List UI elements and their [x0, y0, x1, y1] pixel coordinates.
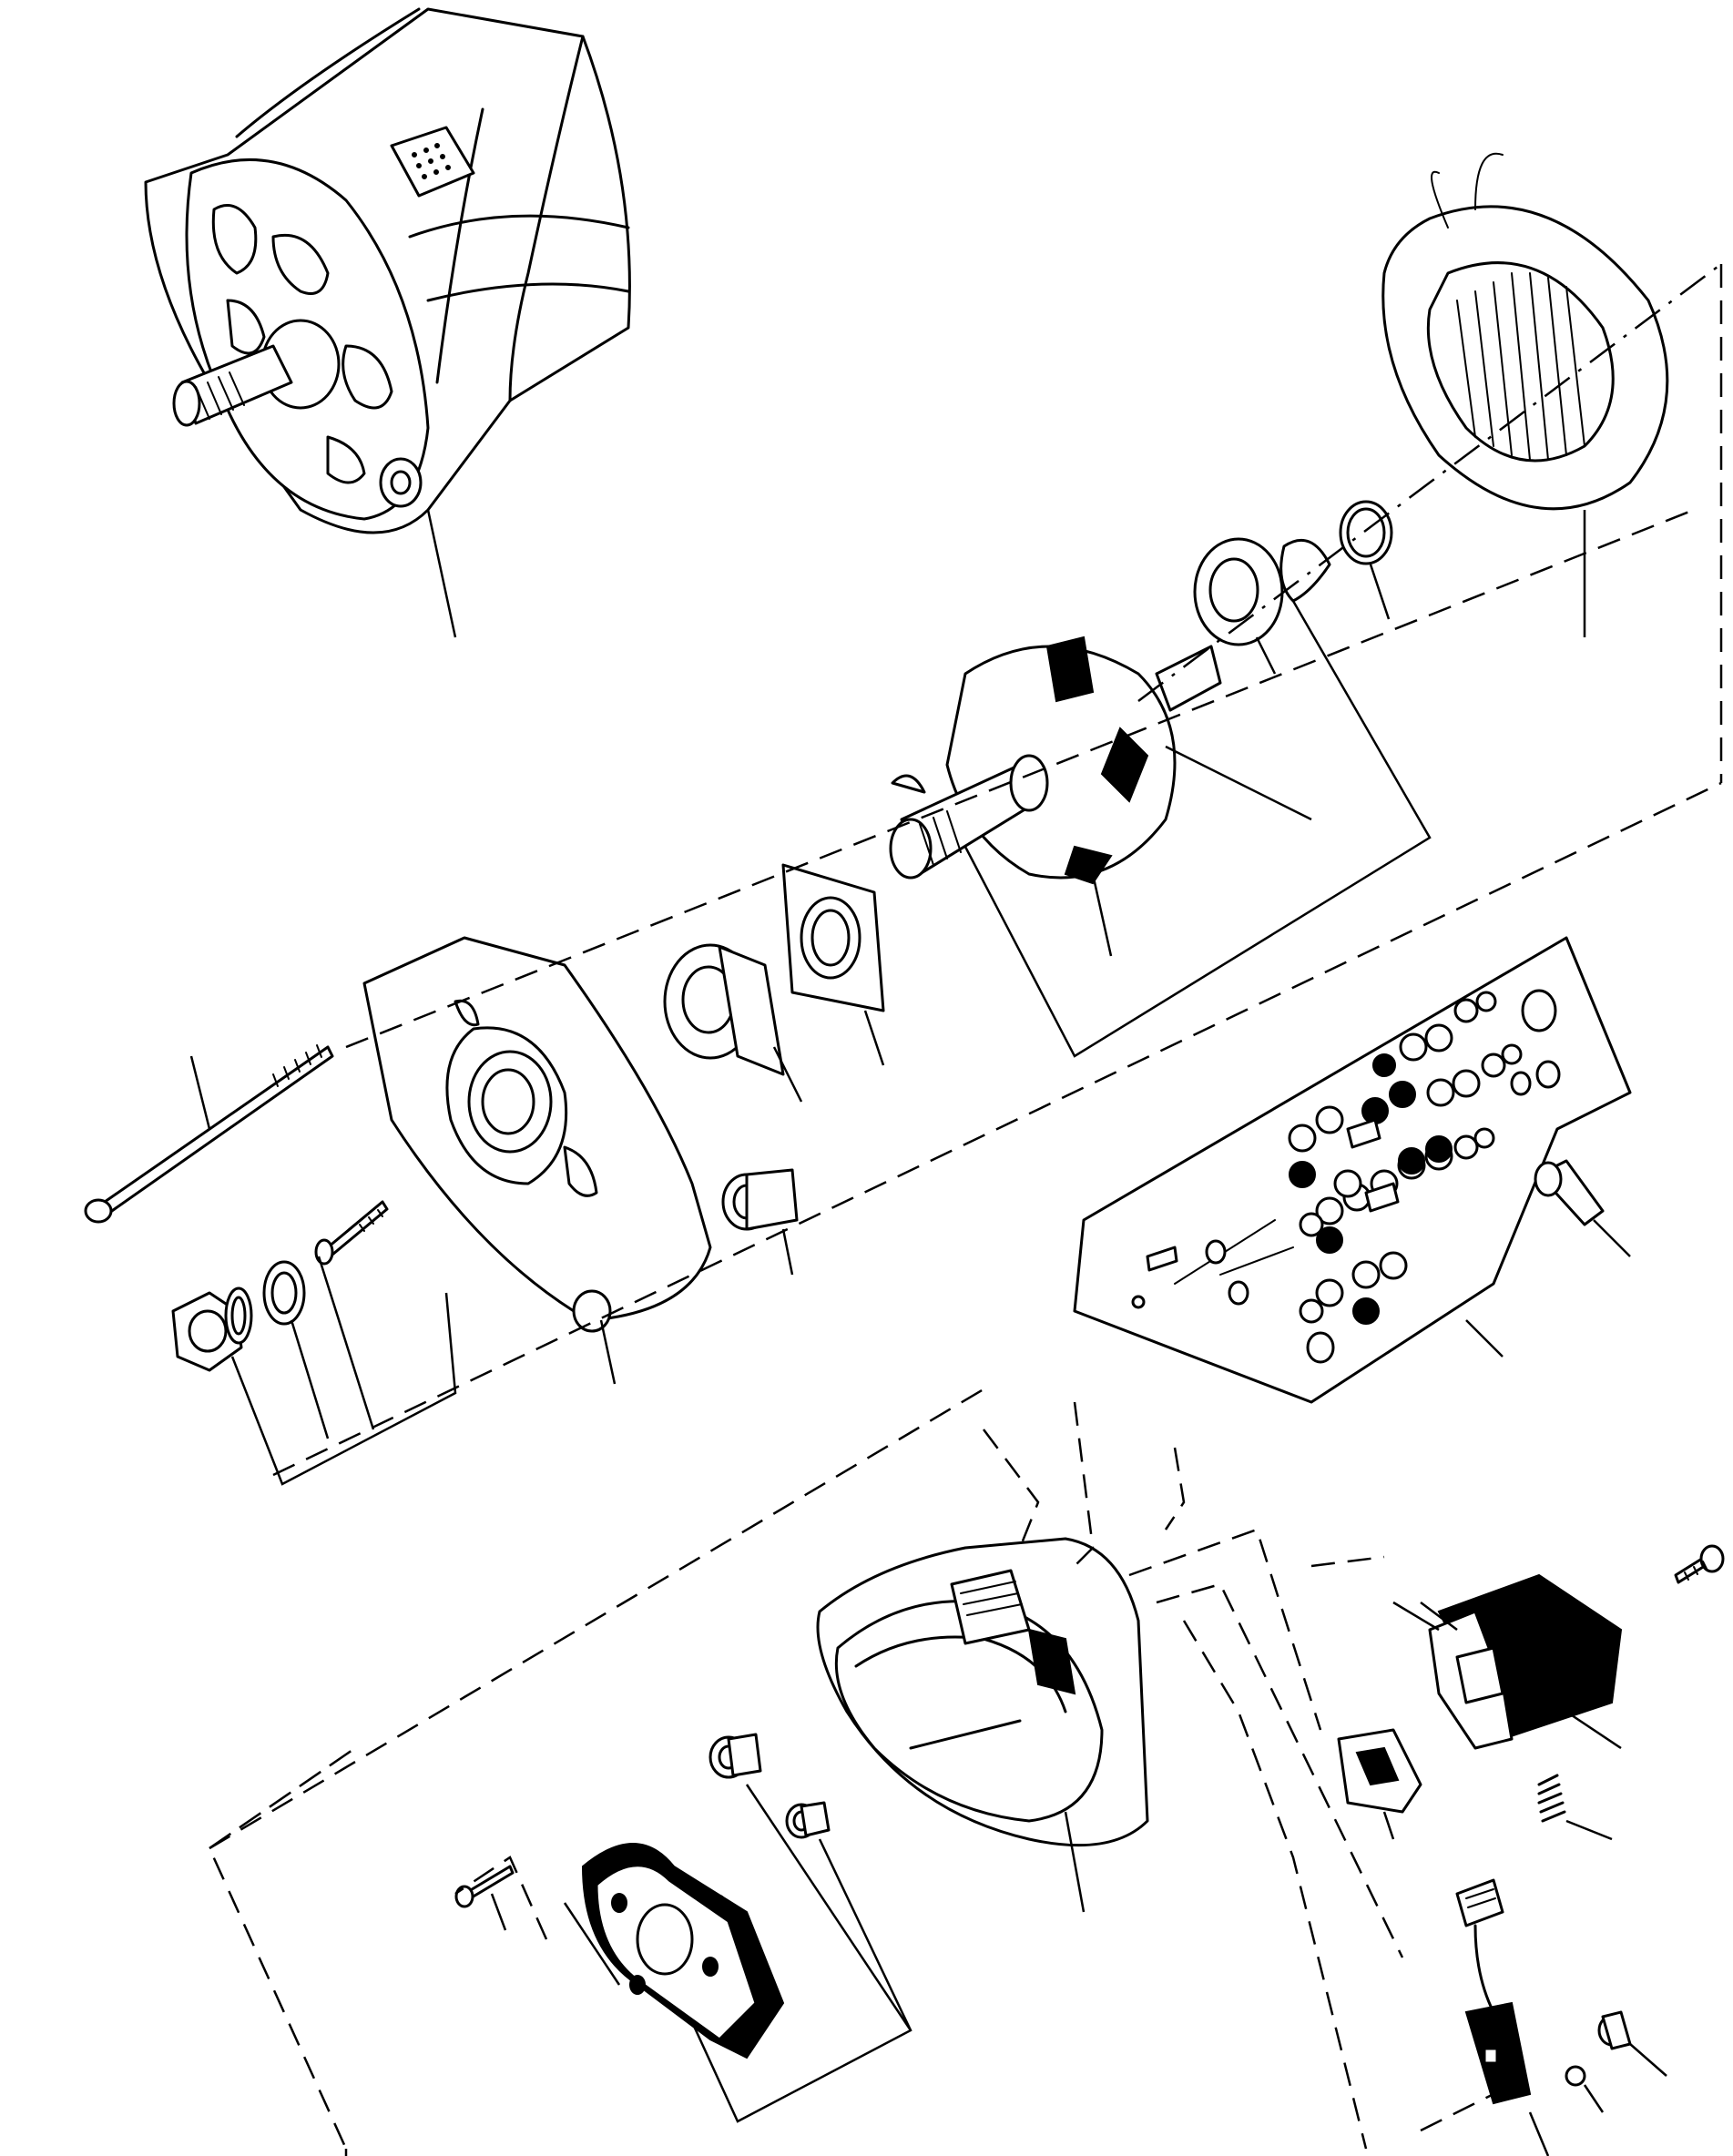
bearing-front	[663, 943, 803, 1103]
spring	[1537, 1774, 1613, 1841]
bracket-lower-left	[208, 1746, 356, 2150]
nut-and-washers	[171, 1256, 457, 1486]
capacitor	[1455, 1878, 1550, 2156]
drive-end-housing	[362, 936, 712, 1385]
rotor	[889, 636, 1312, 957]
screw	[314, 1200, 389, 1266]
retaining-clip	[1279, 538, 1331, 603]
group-outline-rear	[209, 1382, 994, 2156]
small-screw	[454, 1865, 515, 1931]
stator	[1381, 152, 1669, 637]
bearing-rear	[1193, 537, 1284, 675]
axis-line-lower	[272, 781, 1722, 1477]
o-ring	[1339, 500, 1393, 620]
terminal-lug	[1534, 1159, 1631, 1257]
bearing-retainer-plate	[781, 863, 885, 1066]
axis-line-main	[345, 508, 1695, 1049]
assembled-alternator	[144, 7, 631, 638]
axis-line-rotor	[1137, 263, 1722, 702]
spacer-bushing	[721, 1168, 799, 1276]
hardware-kit-panel	[1073, 936, 1632, 1404]
small-bushing-1	[708, 1733, 912, 2031]
voltage-regulator	[1392, 1573, 1623, 1750]
rectifier-bridge	[563, 1843, 785, 2059]
brush-holder	[1337, 1728, 1422, 1840]
slip-ring-end-housing	[816, 1537, 1149, 1913]
washer-and-screw	[1565, 2010, 1667, 2113]
through-bolt	[84, 1044, 334, 1224]
regulator-screw	[1674, 1544, 1725, 1584]
